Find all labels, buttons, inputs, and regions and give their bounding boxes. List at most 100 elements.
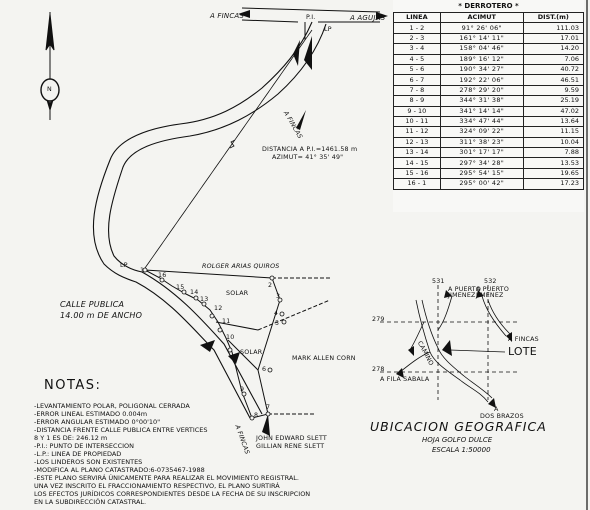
note-line: -MODIFICA AL PLANO CATASTRADO:6-0735467-… xyxy=(34,466,205,474)
calle-arrow-icon xyxy=(200,340,215,352)
note-line: -LEVANTAMIENTO POLAR, POLIGONAL CERRADA xyxy=(34,402,190,410)
cell-acimut: 311° 38' 23" xyxy=(439,136,524,149)
label-neighbor-south-2: GILLIAN RENE SLETT xyxy=(256,443,325,450)
cell-dist: 14.20 xyxy=(522,43,585,55)
vertex-label: 5 xyxy=(275,320,280,327)
arrow-icon xyxy=(506,332,512,342)
cell-acimut: 341° 14' 14" xyxy=(439,105,524,117)
cell-acimut: 278° 29' 20" xyxy=(439,84,524,97)
cell-dist: 40.72 xyxy=(522,63,585,76)
lote-marker-icon xyxy=(442,340,452,356)
cell-dist: 10.04 xyxy=(522,136,585,149)
arrow-icon xyxy=(408,346,414,356)
cell-acimut: 295° 54' 15" xyxy=(439,167,524,180)
label-puerto-jimenez-2b: JIMENEZ xyxy=(476,292,504,299)
label-dos-brazos-a: A xyxy=(494,406,499,413)
vertex-label: 14 xyxy=(190,289,199,296)
cell-dist: 111.03 xyxy=(522,22,585,34)
vertex-label: 9 xyxy=(240,386,245,393)
vertex-label: 1 xyxy=(140,267,145,274)
note-line: -LOS LINDEROS SON EXISTENTES xyxy=(34,458,143,466)
arrow-icon xyxy=(396,368,404,378)
derrotero-title: * DERROTERO * xyxy=(458,2,519,10)
top-road-lines xyxy=(241,7,381,40)
note-line: EN LA SUBDIRECCIÓN CATASTRAL. xyxy=(34,498,147,506)
calle-arrow-icon xyxy=(228,352,240,364)
vertex-label: 4 xyxy=(274,310,279,317)
cell-linea: 13 - 14 xyxy=(393,147,441,159)
note-line: -ESTE PLANO SERVIRÁ ÚNICAMENTE PARA REAL… xyxy=(34,474,299,482)
location-map xyxy=(380,285,520,403)
cell-linea: 16 - 1 xyxy=(393,178,441,190)
table-header-row: LINEA ACIMUT DIST.(m) xyxy=(393,11,585,24)
grid-label-532: 532 xyxy=(484,278,497,285)
label-puerto-jimenez-2: A PUERTO xyxy=(476,286,510,293)
cell-dist: 7.06 xyxy=(522,53,585,65)
label-loc-a-fincas: A FINCAS xyxy=(508,336,539,343)
cell-dist: 19.65 xyxy=(522,167,585,180)
label-a-fincas: A FINCAS xyxy=(210,12,245,20)
vertex-label: 11 xyxy=(222,318,231,325)
cell-dist: 7.88 xyxy=(522,147,585,159)
cell-dist: 17.01 xyxy=(522,32,585,45)
label-distancia: DISTANCIA A P.I.=1461.58 m xyxy=(262,146,358,153)
label-azimut: AZIMUT= 41° 35' 49" xyxy=(272,154,344,161)
vertex-label: 13 xyxy=(200,296,209,303)
location-title: UBICACION GEOGRAFICA xyxy=(370,419,547,434)
cell-linea: 15 - 16 xyxy=(393,167,441,180)
arrow-left-icon xyxy=(238,10,250,18)
note-line: 8 Y 1 ES DE: 246.12 m xyxy=(34,434,108,442)
notes-list: -LEVANTAMIENTO POLAR, POLIGONAL CERRADA -… xyxy=(34,402,310,506)
label-puerto-jimenez-1b: JIMENEZ xyxy=(448,292,476,299)
vertex-label: 16 xyxy=(158,272,167,279)
label-lote: LOTE xyxy=(508,345,537,358)
cell-acimut: 189° 16' 12" xyxy=(439,53,524,65)
vertex-label: 15 xyxy=(176,284,185,291)
cell-acimut: 344° 31' 38" xyxy=(439,95,524,107)
vertex-label: 2 xyxy=(268,282,273,289)
direction-arrow-icon xyxy=(304,36,312,70)
label-solar-2: SOLAR xyxy=(240,349,263,356)
note-line: -ERROR ANGULAR ESTIMADO 0°00'10" xyxy=(34,418,161,426)
col-dist: DIST.(m) xyxy=(522,11,585,24)
direction-arrow-icon xyxy=(293,40,300,66)
grid-label-279: 279 xyxy=(372,316,385,323)
cell-dist: 13.53 xyxy=(522,157,585,169)
col-linea: LINEA xyxy=(393,11,441,24)
vertex-label: 6 xyxy=(262,366,267,373)
cell-linea: 11 - 12 xyxy=(393,126,441,138)
cell-linea: 14 - 15 xyxy=(393,157,441,169)
cell-acimut: 91° 26' 06" xyxy=(439,22,524,34)
location-sheet: HOJA GOLFO DULCE xyxy=(422,436,493,444)
note-line: UNA VEZ INSCRITO EL FRACCIONAMIENTO RESP… xyxy=(34,482,280,490)
grid-label-278: 278 xyxy=(372,366,385,373)
col-acimut: ACIMUT xyxy=(439,11,524,24)
cell-linea: 2 - 3 xyxy=(393,32,441,45)
label-fila-sabala: A FILA SABALA xyxy=(380,376,430,383)
vertex-label: 3 xyxy=(276,293,281,300)
cell-acimut: 158° 04' 46" xyxy=(439,43,524,55)
cell-linea: 8 - 9 xyxy=(393,95,441,107)
cell-acimut: 190° 34' 27" xyxy=(439,63,524,76)
label-calle-ancho: 14.00 m DE ANCHO xyxy=(60,311,143,320)
label-lp-top: LP xyxy=(324,26,332,33)
note-line: LOS EFECTOS JURÍDICOS CORRESPONDIENTES D… xyxy=(34,490,311,498)
label-solar-1: SOLAR xyxy=(226,290,249,297)
cell-dist: 11.15 xyxy=(522,126,585,138)
